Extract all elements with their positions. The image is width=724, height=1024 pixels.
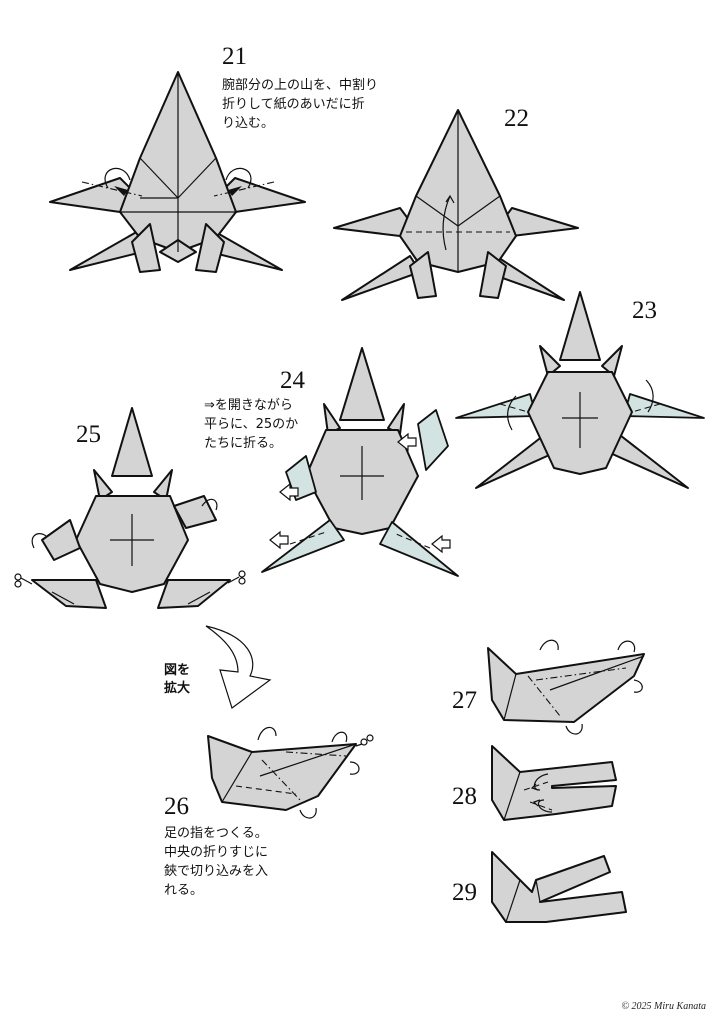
fold-arrow-icon	[633, 679, 643, 693]
fold-arrow-icon	[257, 726, 277, 741]
fold-arrow-icon	[331, 731, 348, 743]
fold-arrow-icon	[539, 639, 559, 651]
fold-arrow-icon	[617, 640, 636, 653]
scissors-icon	[14, 573, 33, 588]
scissors-icon	[227, 570, 246, 585]
push-arrow-icon	[228, 186, 242, 196]
step-27-number: 27	[452, 687, 477, 714]
step-21-model	[49, 71, 306, 273]
step-24-number: 24	[280, 367, 305, 394]
step-25-model	[14, 407, 246, 609]
push-arrow-icon	[114, 186, 128, 196]
push-arrow-icon	[269, 530, 289, 550]
step-28-number: 28	[452, 783, 477, 810]
fold-arrow-icon	[530, 773, 549, 791]
fold-arrow-icon	[299, 807, 317, 819]
step-24-instruction: ⇒を開きながら 平らに、25のか たちに折る。	[204, 398, 299, 451]
fold-arrow-icon	[104, 167, 131, 189]
copyright: © 2025 Miru Kanata	[621, 1001, 706, 1012]
fold-arrow-icon	[565, 723, 583, 735]
fold-arrow-icon	[442, 194, 455, 251]
push-arrow-icon	[431, 534, 451, 554]
fold-arrow-icon	[225, 167, 252, 189]
step-21-number: 21	[222, 43, 247, 70]
step-27-model	[487, 639, 645, 735]
step-28-model	[491, 745, 617, 821]
step-22-number: 22	[504, 105, 529, 132]
fold-arrow-icon	[532, 799, 553, 813]
zoom-arrow-icon	[205, 625, 272, 709]
step-24-model	[261, 347, 459, 577]
step-29-model	[491, 851, 627, 923]
fold-arrow-icon	[645, 379, 654, 413]
fold-arrow-icon	[507, 395, 517, 431]
step-26-instruction: 足の指をつくる。 中央の折りすじに 鋏で切り込みを入 れる。	[164, 826, 269, 898]
push-arrow-icon	[279, 482, 299, 502]
push-arrow-icon	[397, 432, 417, 452]
zoom-label: 図を 拡大	[164, 663, 191, 696]
fold-arrow-icon	[349, 761, 360, 775]
step-23-number: 23	[632, 297, 657, 324]
step-23-model	[455, 291, 705, 489]
fold-arrow-icon	[31, 533, 47, 549]
step-26-number: 26	[164, 793, 189, 820]
scissors-icon	[355, 734, 374, 747]
step-25-number: 25	[76, 421, 101, 448]
step-21-instruction: 腕部分の上の山を、中割り 折りして紙のあいだに折 り込む。	[222, 78, 379, 131]
step-29-number: 29	[452, 879, 477, 906]
fold-arrow-icon	[201, 498, 218, 511]
step-26-model	[207, 726, 374, 819]
step-22-model	[333, 109, 579, 301]
